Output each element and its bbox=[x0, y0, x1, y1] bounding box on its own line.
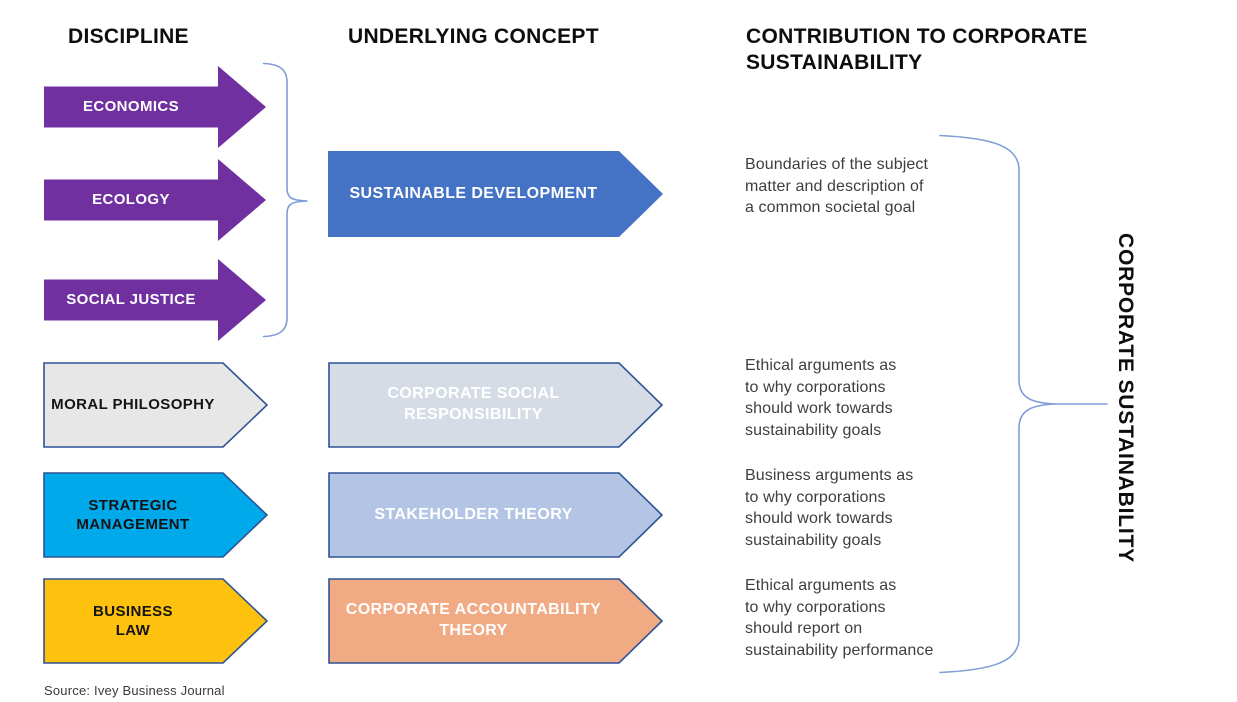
concept-arrow-sustainable-development: SUSTAINABLE DEVELOPMENT bbox=[328, 151, 664, 237]
contribution-text: Ethical arguments as to why corporations… bbox=[745, 577, 934, 659]
pentagon-arrow-shape bbox=[43, 578, 269, 664]
block-arrow-shape bbox=[44, 66, 266, 148]
outcome-label-vertical: CORPORATE SUSTAINABILITY bbox=[1114, 233, 1137, 563]
contribution-text: Business arguments as to why corporation… bbox=[745, 467, 914, 549]
concept-label: STAKEHOLDER THEORY bbox=[374, 505, 573, 523]
concept-arrow-corporate-social-responsibility: CORPORATE SOCIAL RESPONSIBILITY bbox=[328, 362, 664, 448]
discipline-arrow-economics: ECONOMICS bbox=[44, 66, 268, 148]
discipline-arrow-strategic-management: STRATEGIC MANAGEMENT bbox=[43, 472, 269, 558]
discipline-label: ECOLOGY bbox=[92, 191, 170, 209]
pentagon-arrow-shape bbox=[328, 151, 663, 237]
grouping-brace-small bbox=[262, 62, 308, 338]
discipline-arrow-social-justice: SOCIAL JUSTICE bbox=[44, 259, 268, 341]
discipline-label: STRATEGIC MANAGEMENT bbox=[76, 496, 190, 534]
column-header-underlying-concept: UNDERLYING CONCEPT bbox=[348, 25, 599, 48]
pentagon-arrow-shape bbox=[43, 472, 269, 558]
pentagon-arrow-shape bbox=[328, 362, 664, 448]
contribution-text: Boundaries of the subject matter and des… bbox=[745, 156, 929, 216]
contribution-text: Ethical arguments as to why corporations… bbox=[745, 357, 897, 439]
pentagon-arrow-shape bbox=[328, 578, 664, 664]
discipline-label: ECONOMICS bbox=[82, 98, 180, 116]
discipline-arrow-moral-philosophy: MORAL PHILOSOPHY bbox=[43, 362, 269, 448]
block-arrow-shape bbox=[44, 159, 266, 241]
block-arrow-shape bbox=[44, 259, 266, 341]
discipline-label: SOCIAL JUSTICE bbox=[66, 291, 196, 309]
source-caption: Source: Ivey Business Journal bbox=[44, 683, 225, 698]
discipline-arrow-business-law: BUSINESS LAW bbox=[43, 578, 269, 664]
concept-arrow-stakeholder-theory: STAKEHOLDER THEORY bbox=[328, 472, 664, 558]
column-header-discipline: DISCIPLINE bbox=[68, 25, 189, 48]
concept-label: CORPORATE SOCIAL RESPONSIBILITY bbox=[387, 385, 560, 423]
discipline-label: BUSINESS LAW bbox=[93, 602, 173, 640]
discipline-label: MORAL PHILOSOPHY bbox=[51, 396, 215, 414]
concept-arrow-corporate-accountability-theory: CORPORATE ACCOUNTABILITY THEORY bbox=[328, 578, 664, 664]
column-header-contribution: CONTRIBUTION TO CORPORATE SUSTAINABILITY bbox=[746, 25, 1088, 74]
concept-label: CORPORATE ACCOUNTABILITY THEORY bbox=[345, 601, 602, 639]
concept-label: SUSTAINABLE DEVELOPMENT bbox=[349, 184, 598, 202]
discipline-arrow-ecology: ECOLOGY bbox=[44, 159, 268, 241]
pentagon-arrow-shape bbox=[43, 362, 269, 448]
pentagon-arrow-shape bbox=[328, 472, 664, 558]
